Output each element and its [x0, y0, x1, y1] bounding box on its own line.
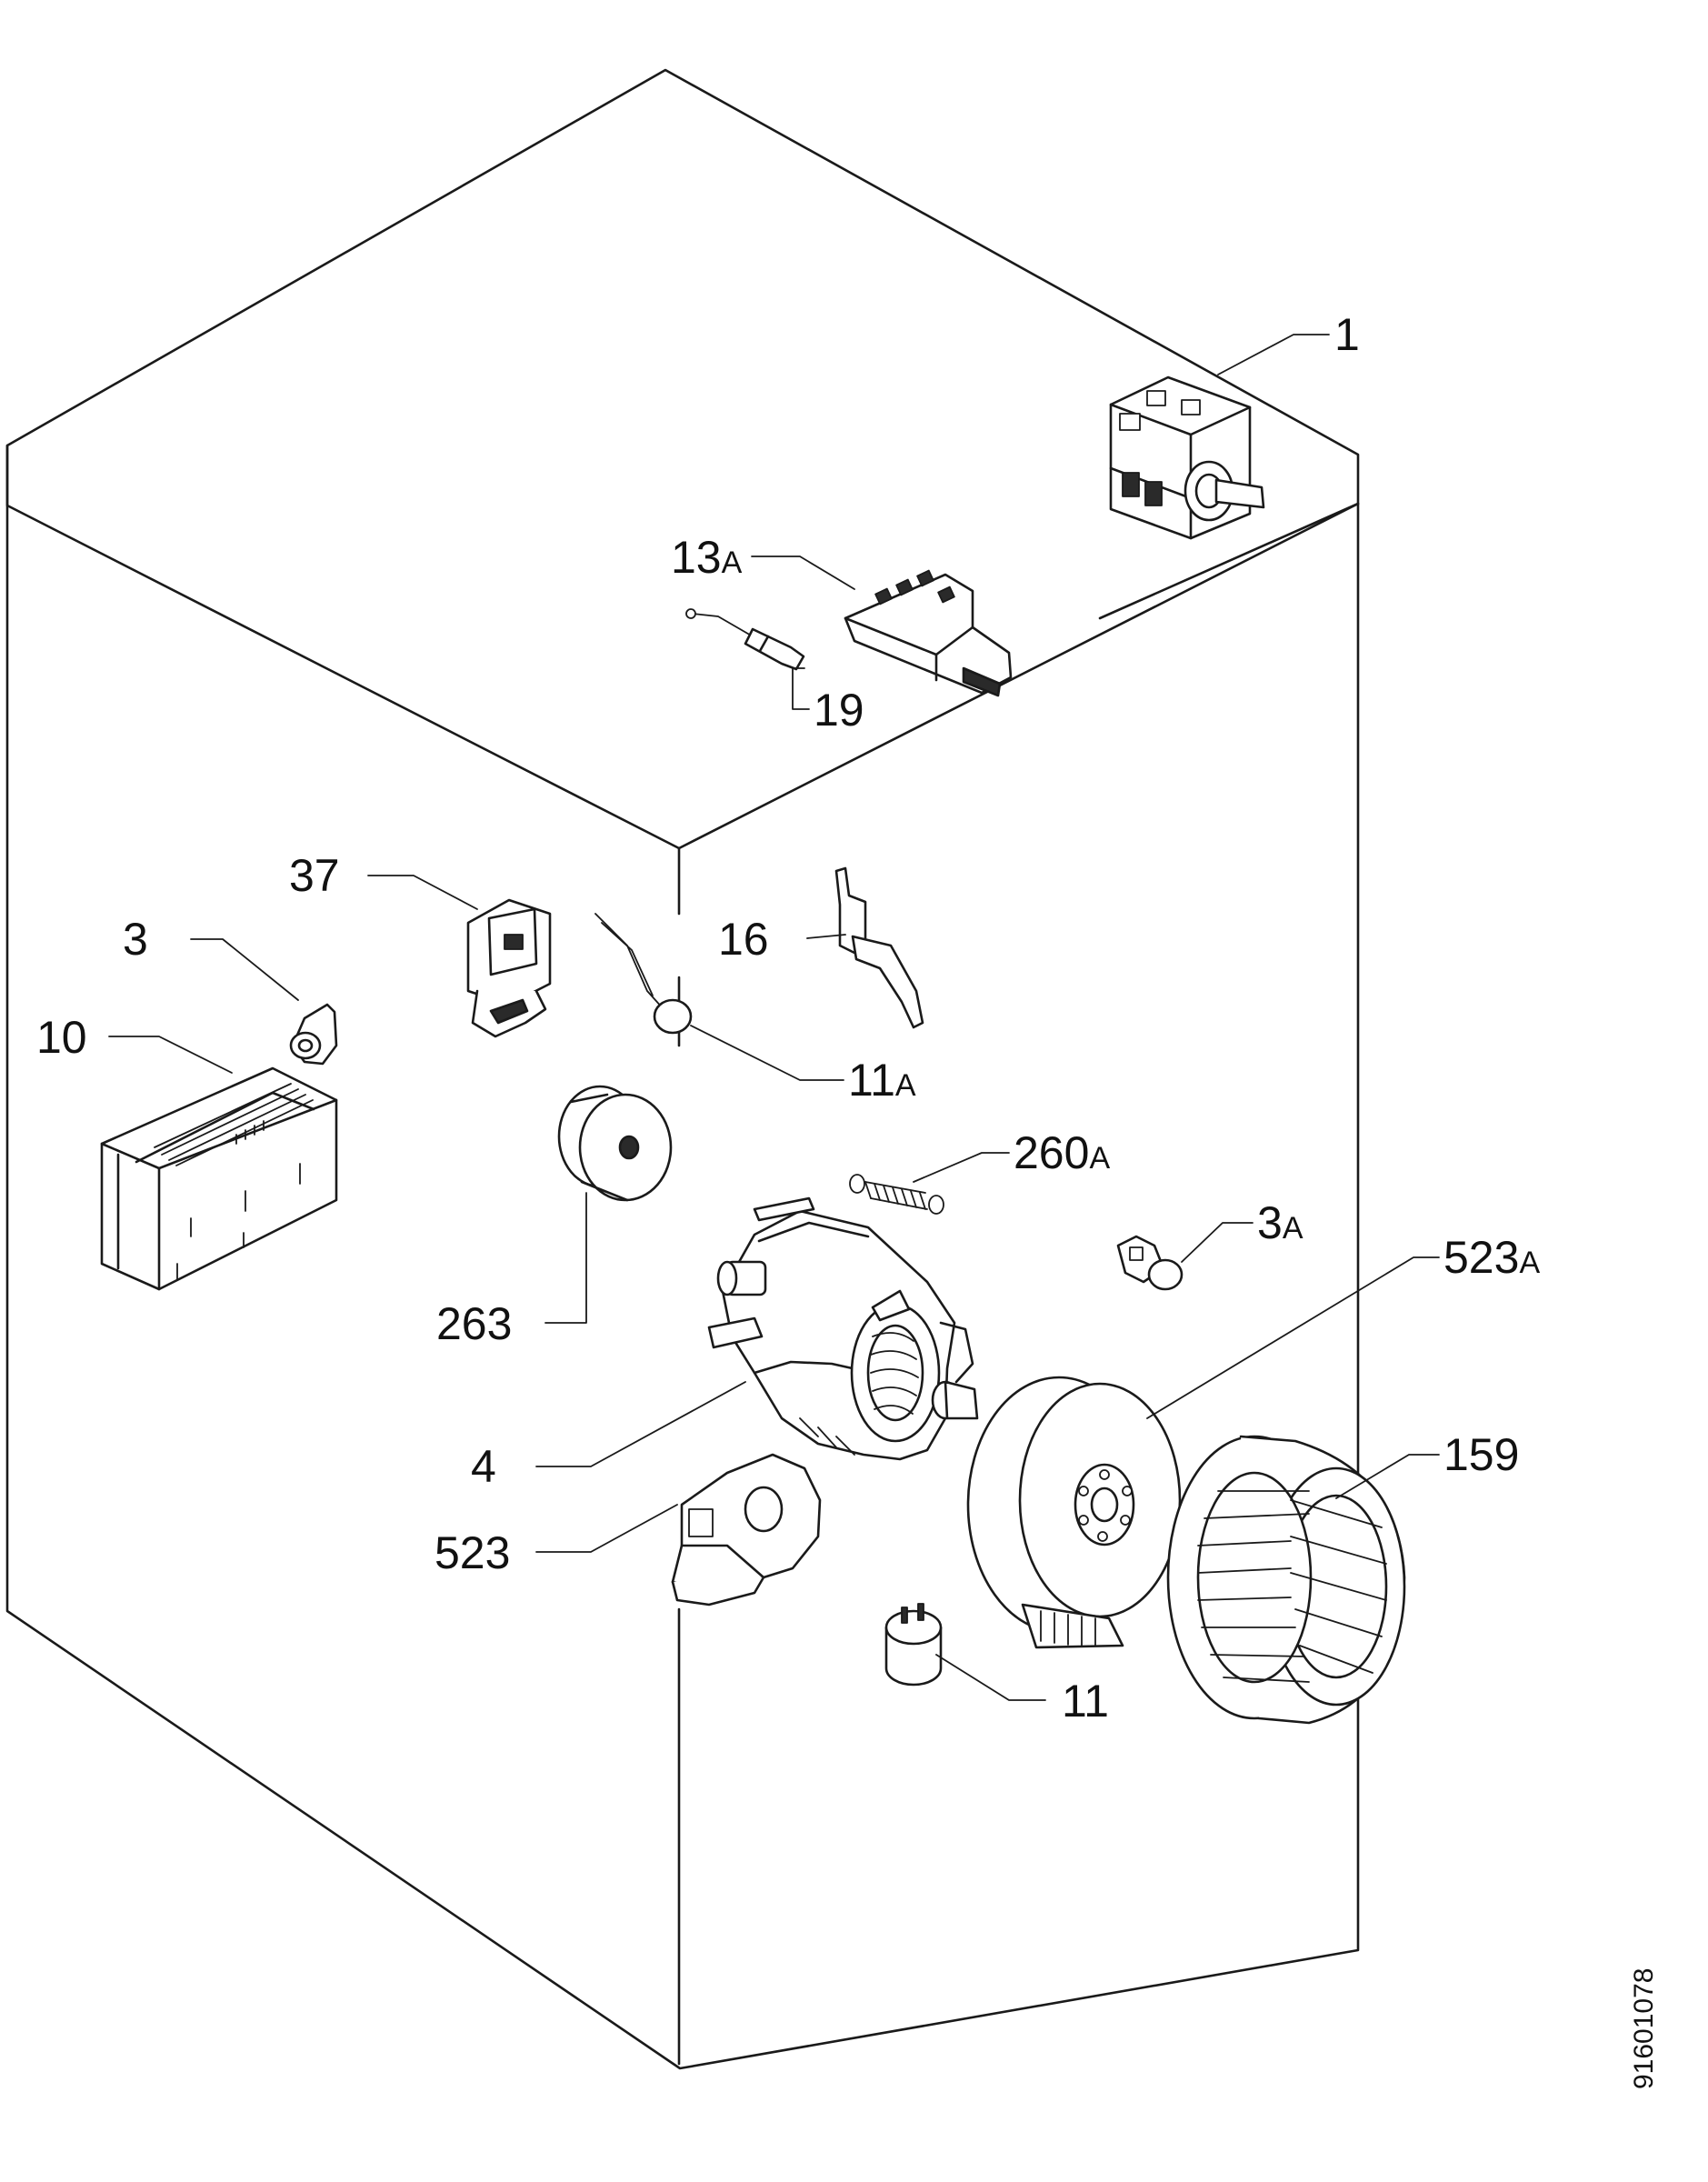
callout-10: 10: [36, 1012, 87, 1063]
callout-11: 11: [1062, 1676, 1109, 1727]
part-13a-terminal-block: [844, 569, 1013, 697]
callout-523a: 523A: [1443, 1232, 1540, 1283]
part-19-sensor: [685, 608, 805, 671]
part-260a-spring: [849, 1174, 944, 1215]
callout-11a: 11A: [848, 1055, 916, 1106]
callout-263: 263: [436, 1298, 512, 1349]
callout-37: 37: [289, 850, 340, 901]
callout-159: 159: [1443, 1429, 1519, 1480]
leader-lines: [108, 334, 1440, 1701]
callout-13a: 13A: [671, 532, 743, 583]
callout-1: 1: [1334, 309, 1360, 360]
callout-260a: 260A: [1014, 1127, 1110, 1178]
part-523a-fan-housing: [966, 1376, 1182, 1649]
document-number: 91601078: [1629, 1968, 1659, 2089]
part-3-door-catch: [289, 1003, 338, 1066]
part-37-thermostat-module: [466, 898, 552, 1038]
part-11a-suppressor: [594, 913, 693, 1035]
part-4-motor: [707, 1196, 979, 1461]
callout-3a: 3A: [1257, 1197, 1303, 1248]
callout-19: 19: [814, 685, 864, 736]
part-263-pulley: [557, 1085, 673, 1202]
part-10-filter: [100, 1066, 338, 1291]
part-11-capacitor: [884, 1603, 943, 1687]
part-3a-push-button: [1116, 1235, 1184, 1291]
part-159-impeller: [1166, 1435, 1406, 1725]
cabinet-outline: [5, 68, 1360, 2070]
part-1-selector-switch: [1109, 375, 1265, 540]
callout-3: 3: [123, 914, 148, 965]
part-523-bracket: [671, 1453, 822, 1606]
part-16-microswitch: [834, 866, 924, 1029]
callout-523: 523: [434, 1527, 510, 1578]
callout-4: 4: [471, 1441, 496, 1492]
callout-16: 16: [718, 914, 769, 965]
callout-labels: 1 13A 19 37 3 16 10 11A 260A 3A 523A 263…: [36, 309, 1540, 1727]
